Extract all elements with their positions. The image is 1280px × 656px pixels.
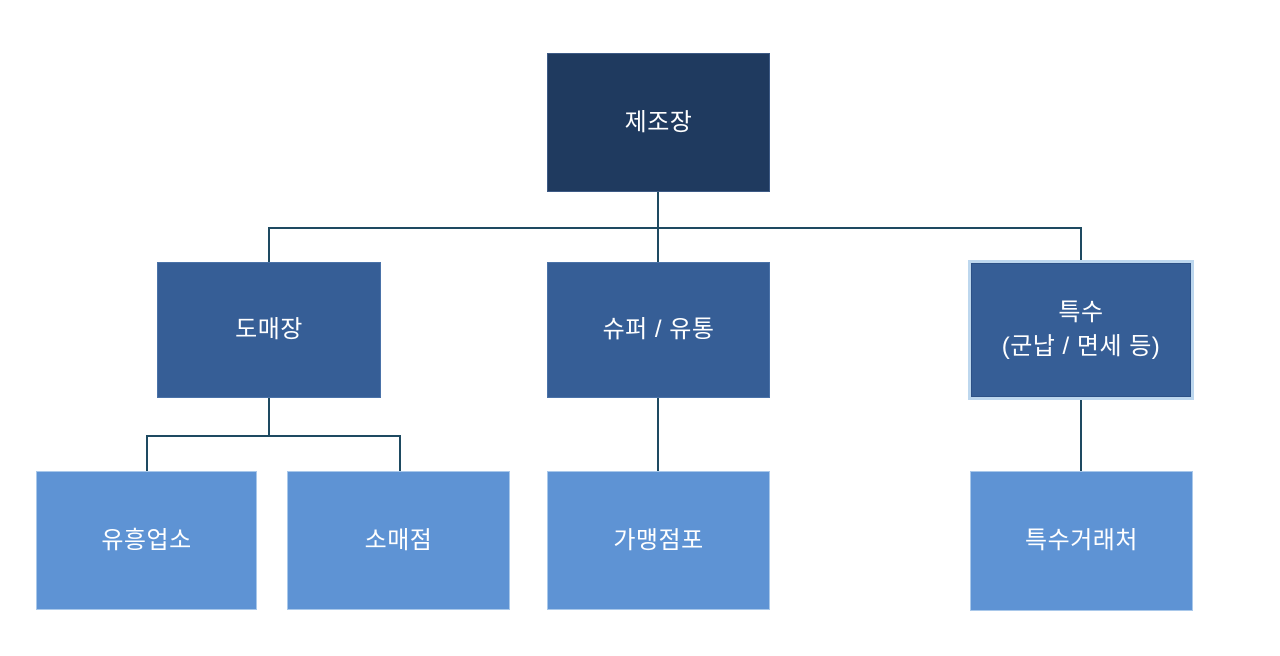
connector-special-down <box>1080 400 1082 472</box>
node-franchise-store-label: 가맹점포 <box>613 526 704 554</box>
node-entertainment-venues[interactable]: 유흥업소 <box>36 471 257 610</box>
node-wholesale-label: 도매장 <box>235 316 303 344</box>
connector-level3-horizontal <box>146 435 401 437</box>
connector-super-down <box>657 398 659 472</box>
connector-drop-entertainment <box>146 435 148 472</box>
node-wholesale[interactable]: 도매장 <box>157 262 381 398</box>
connector-drop-super <box>657 227 659 263</box>
node-special-label: 특수 (군납 / 면세 등) <box>1001 299 1161 360</box>
connector-level2-horizontal <box>268 227 1082 229</box>
node-franchise-store[interactable]: 가맹점포 <box>547 471 770 610</box>
connector-drop-special <box>1080 227 1082 263</box>
connector-drop-retail <box>399 435 401 472</box>
node-manufacturing-plant-label: 제조장 <box>624 108 693 136</box>
node-entertainment-venues-label: 유흥업소 <box>101 526 192 554</box>
node-special-accounts-label: 특수거래처 <box>1025 527 1138 555</box>
node-super-distribution[interactable]: 슈퍼 / 유통 <box>547 262 770 398</box>
node-super-distribution-label: 슈퍼 / 유통 <box>602 316 715 344</box>
node-retail-store[interactable]: 소매점 <box>287 471 510 610</box>
node-retail-store-label: 소매점 <box>364 526 433 554</box>
connector-root-down <box>657 192 659 228</box>
node-special-accounts[interactable]: 특수거래처 <box>970 471 1193 611</box>
connector-drop-wholesale <box>268 227 270 263</box>
node-manufacturing-plant[interactable]: 제조장 <box>547 53 770 192</box>
connector-wholesale-down <box>268 398 270 437</box>
node-special[interactable]: 특수 (군납 / 면세 등) <box>968 260 1194 400</box>
